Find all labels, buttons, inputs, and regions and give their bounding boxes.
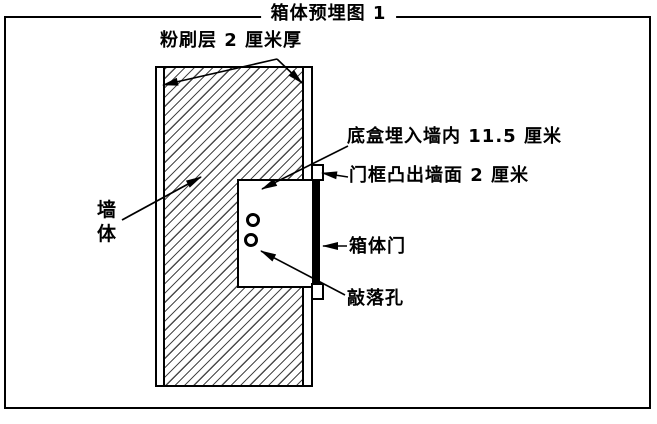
door-frame-top <box>311 164 324 181</box>
door-frame-bottom <box>311 283 324 300</box>
wall-body-label: 墙 体 <box>97 199 118 245</box>
knockout-hole-bottom <box>244 233 258 247</box>
box-door-label: 箱体门 <box>349 236 406 257</box>
knockout-hole-label: 敲落孔 <box>347 288 404 309</box>
embed-depth-label: 底盒埋入墙内 11.5 厘米 <box>347 126 562 147</box>
plaster-layer-label: 粉刷层 2 厘米厚 <box>160 30 303 51</box>
door-frame-label: 门框凸出墙面 2 厘米 <box>349 165 530 186</box>
box-door-bar <box>313 180 320 284</box>
diagram-title: 箱体预埋图 1 <box>260 3 397 25</box>
knockout-hole-top <box>246 213 260 227</box>
